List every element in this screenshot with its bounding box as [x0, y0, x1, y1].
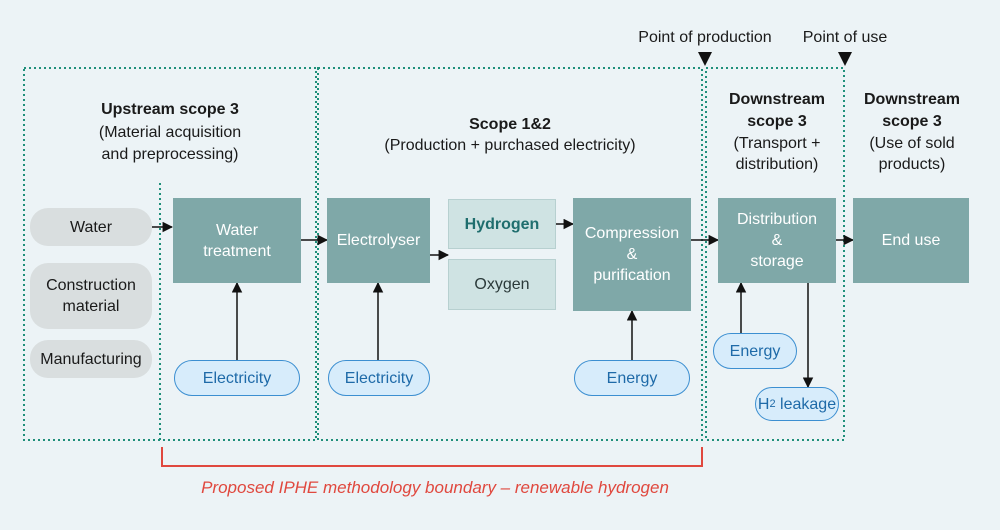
- construction-line-1: Construction: [46, 277, 136, 294]
- upstream-subtitle-1: (Material acquisition: [98, 124, 242, 141]
- energy-input-distribution: Energy: [713, 333, 797, 369]
- point-of-use-marker: [838, 52, 852, 66]
- point-of-production-label: Point of production: [638, 29, 772, 46]
- scope12-subtitle: (Production + purchased electricity): [384, 137, 636, 154]
- distribution-storage-box: Distribution & storage: [718, 198, 836, 283]
- compression-purification-box: Compression & purification: [573, 198, 691, 311]
- point-of-production-marker: [698, 52, 712, 66]
- distribution-line-2: &: [771, 232, 783, 249]
- compression-line-2: &: [626, 246, 638, 263]
- compression-line-1: Compression: [584, 225, 680, 242]
- energy-input-compression: Energy: [574, 360, 690, 396]
- end-use-box: End use: [853, 198, 969, 283]
- boundary-bracket: [161, 447, 703, 467]
- downstream-use-title-2: scope 3: [882, 113, 942, 130]
- upstream-boundary: [23, 67, 317, 441]
- electrolyser-box: Electrolyser: [327, 198, 430, 283]
- downstream-transport-title-2: scope 3: [747, 113, 807, 130]
- leakage-text: leakage: [775, 395, 837, 413]
- construction-line-2: material: [62, 298, 120, 315]
- water-treatment-line-1: Water: [215, 221, 259, 239]
- upstream-subtitle-2: and preprocessing): [101, 146, 239, 163]
- water-input: Water: [30, 208, 152, 246]
- oxygen-box: Oxygen: [448, 259, 556, 310]
- hydrogen-box: Hydrogen: [448, 199, 556, 249]
- boundary-label: Proposed IPHE methodology boundary – ren…: [201, 478, 669, 497]
- construction-material-input: Construction material: [30, 263, 152, 329]
- downstream-use-sub-1: (Use of sold: [869, 135, 955, 152]
- downstream-use-sub-2: products): [878, 156, 946, 173]
- manufacturing-input: Manufacturing: [30, 340, 152, 378]
- downstream-transport-sub-2: distribution): [735, 156, 819, 173]
- leakage-subscript: 2: [769, 397, 776, 410]
- downstream-use-title-1: Downstream: [863, 91, 961, 108]
- point-of-use-label: Point of use: [802, 29, 888, 46]
- downstream-transport-sub-1: (Transport +: [733, 135, 821, 152]
- water-treatment-line-2: treatment: [203, 242, 271, 260]
- compression-line-3: purification: [593, 267, 671, 284]
- scope12-title: Scope 1&2: [469, 116, 551, 133]
- downstream-transport-title-1: Downstream: [728, 91, 826, 108]
- leakage-h: H: [757, 395, 770, 413]
- water-treatment-box: Water treatment: [173, 198, 301, 283]
- electricity-input-treatment: Electricity: [174, 360, 300, 396]
- upstream-title: Upstream scope 3: [101, 101, 239, 118]
- distribution-line-1: Distribution: [736, 211, 818, 228]
- distribution-line-3: storage: [750, 253, 804, 270]
- electricity-input-electrolyser: Electricity: [328, 360, 430, 396]
- scope12-boundary: [317, 67, 703, 441]
